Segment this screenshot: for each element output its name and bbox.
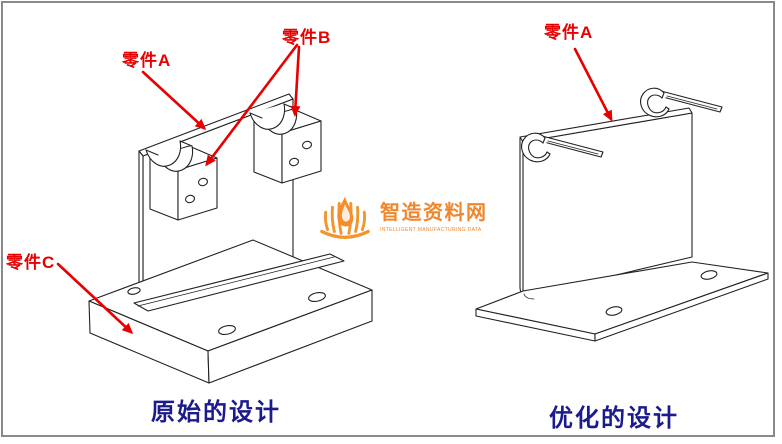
caption-optimized-design: 优化的设计: [549, 406, 679, 432]
label-left-part-b: 零件B: [282, 28, 332, 47]
clamp-block-left: [145, 140, 218, 221]
caption-original-design: 原始的设计: [151, 400, 281, 426]
arrow-left-part-c: [56, 262, 134, 335]
base-flange: [475, 261, 769, 342]
sheet-metal-plate: [519, 107, 693, 302]
arrow-left-part-b1: [290, 45, 301, 117]
watermark-title: 智造资料网: [380, 202, 488, 224]
watermark-logo: 智造资料网 INTELLIGENT MANUFACTURING DATA: [316, 189, 488, 245]
base-block: [88, 239, 373, 384]
optimized-design-drawing: [475, 87, 769, 342]
watermark-subtitle: INTELLIGENT MANUFACTURING DATA: [380, 227, 482, 233]
original-design-drawing: [88, 93, 373, 384]
clamp-block-right: [249, 103, 322, 184]
annotation-arrows: [56, 43, 613, 335]
arrow-left-part-b2: [205, 43, 299, 167]
label-left-part-a: 零件A: [122, 51, 172, 70]
arrow-right-part-a: [573, 47, 613, 122]
book-flame-icon: [320, 196, 370, 239]
label-left-part-c: 零件C: [6, 253, 56, 272]
arrow-left-part-a: [141, 70, 207, 131]
label-right-part-a: 零件A: [544, 23, 594, 42]
